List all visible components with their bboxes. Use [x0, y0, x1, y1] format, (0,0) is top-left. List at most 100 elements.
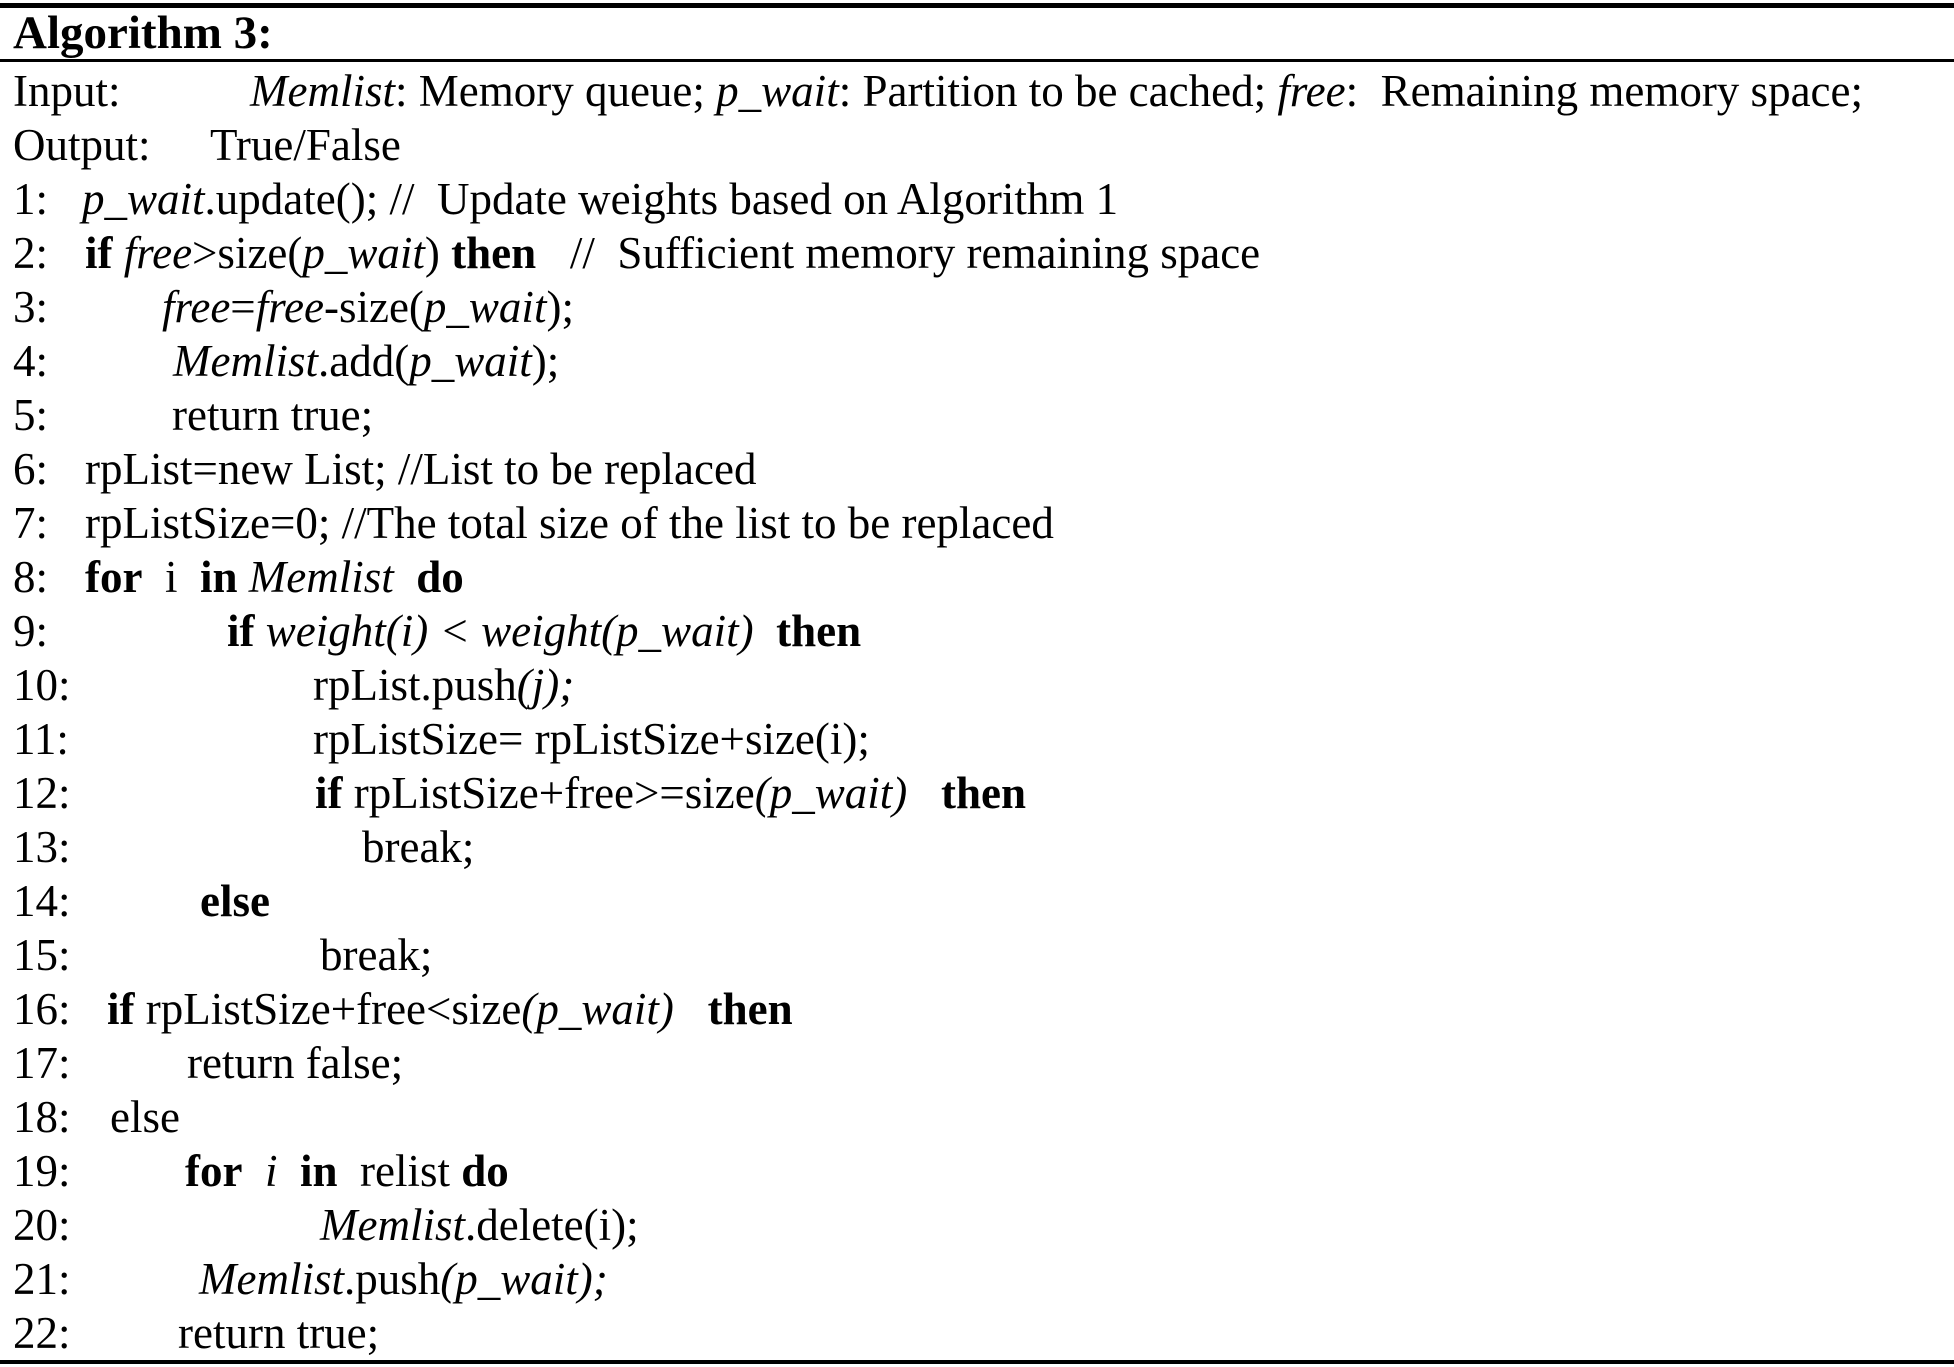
code-line: 2:if free>size(p_wait) then // Sufficien… [0, 226, 1954, 280]
code-line: 16: if rpListSize+free<size(p_wait) then [0, 982, 1954, 1036]
text-part: p_wait [409, 336, 532, 386]
algorithm-body: Input: Memlist: Memory queue; p_wait: Par… [0, 62, 1954, 1360]
code-line: 14: else [0, 874, 1954, 928]
text-part: ) [424, 228, 452, 278]
io-row: Output: True/False [0, 118, 1954, 172]
code-line-content: break; [320, 928, 1954, 982]
code-line-content: free=free-size(p_wait); [162, 280, 1954, 334]
text-part: in [199, 552, 238, 602]
text-part: for [85, 552, 143, 602]
code-line: 13:break; [0, 820, 1954, 874]
code-line: 12: if rpListSize+free>=size(p_wait) then [0, 766, 1954, 820]
text-part: free [1277, 66, 1346, 116]
code-line: 4:Memlist.add(p_wait); [0, 334, 1954, 388]
text-part: else [200, 876, 270, 926]
text-part: rpListSize+free<size [134, 984, 522, 1034]
text-part: weight(i) < weight(p_wait) [265, 606, 754, 656]
text-part: (p_wait); [440, 1254, 608, 1304]
code-line: 22:return true; [0, 1306, 1954, 1360]
code-line: 3: free=free-size(p_wait); [0, 280, 1954, 334]
code-line-content: if weight(i) < weight(p_wait) then [227, 604, 1954, 658]
code-line: 7: rpListSize=0; //The total size of the … [0, 496, 1954, 550]
code-line: 21:Memlist.push(p_wait); [0, 1252, 1954, 1306]
line-number: 16: [13, 984, 71, 1034]
code-line-content: for i in relist do [185, 1144, 1954, 1198]
text-part: i [264, 1146, 278, 1196]
text-part [242, 1146, 265, 1196]
code-line-content: return true; [172, 388, 1954, 442]
io-row-content: Memlist: Memory queue; p_wait: Partition… [250, 64, 1954, 118]
text-part: p_wait [716, 66, 839, 116]
text-part: .delete(i); [464, 1200, 639, 1250]
code-line: 8:for i in Memlist do [0, 550, 1954, 604]
text-part: do [416, 552, 464, 602]
io-section: Input: Memlist: Memory queue; p_wait: Par… [0, 64, 1954, 172]
bottom-rule [0, 1360, 1954, 1364]
line-number: 10: [13, 660, 71, 710]
line-number: 20: [13, 1200, 71, 1250]
code-line-content: rpListSize= rpListSize+size(i); [313, 712, 1954, 766]
line-number: 11: [13, 714, 69, 764]
text-part: Memlist [173, 336, 318, 386]
text-part: relist [337, 1146, 462, 1196]
text-part: // Sufficient memory remaining space [536, 228, 1261, 278]
text-part: in [299, 1146, 338, 1196]
text-part: if [315, 768, 343, 818]
io-row-content: True/False [210, 118, 1954, 172]
text-part: .add( [317, 336, 410, 386]
text-part: p_wait [82, 174, 205, 224]
text-part: for [185, 1146, 243, 1196]
text-part: rpListSize+free>=size [342, 768, 755, 818]
line-number: 14: [13, 876, 71, 926]
line-number: 18: [13, 1092, 71, 1142]
io-row: Input: Memlist: Memory queue; p_wait: Par… [0, 64, 1954, 118]
text-part: (p_wait) [754, 768, 908, 818]
text-part: .update(); // Update weights based on Al… [204, 174, 1119, 224]
line-number: 12: [13, 768, 71, 818]
text-part: = [230, 282, 256, 332]
line-number: 3: [13, 282, 49, 332]
line-number: 21: [13, 1254, 71, 1304]
text-part: do [461, 1146, 509, 1196]
text-part: free [255, 282, 324, 332]
line-number: 7: [13, 498, 49, 548]
io-label: Input: [13, 66, 121, 116]
text-part: then [451, 228, 537, 278]
text-part [113, 228, 124, 278]
code-line: 6:rpList=new List; //List to be replaced [0, 442, 1954, 496]
line-number: 22: [13, 1308, 71, 1358]
text-part: return false; [187, 1038, 404, 1088]
io-label: Output: [13, 120, 151, 170]
code-line: 1:p_wait.update(); // Update weights bas… [0, 172, 1954, 226]
code-line: 5: return true; [0, 388, 1954, 442]
code-line-content: for i in Memlist do [85, 550, 1954, 604]
text-part: (j); [516, 660, 575, 710]
text-part: >size( [192, 228, 303, 278]
text-part [907, 768, 941, 818]
text-part: p_wait [423, 282, 547, 332]
code-line-content: else [200, 874, 1954, 928]
code-line: 17:return false; [0, 1036, 1954, 1090]
text-part: Memlist [199, 1254, 344, 1304]
text-part: if [107, 984, 135, 1034]
text-part: : Remaining memory space; [1345, 66, 1863, 116]
text-part: then [940, 768, 1026, 818]
line-number: 5: [13, 390, 49, 440]
code-line-content: if free>size(p_wait) then // Sufficient … [85, 226, 1954, 280]
line-number: 15: [13, 930, 71, 980]
code-line-content: if rpListSize+free<size(p_wait) then [107, 982, 1954, 1036]
text-part: p_wait [302, 228, 425, 278]
code-line-content: break; [362, 820, 1954, 874]
code-line-content: return false; [187, 1036, 1954, 1090]
text-part [754, 606, 777, 656]
text-part: then [776, 606, 862, 656]
code-line-content: rpListSize=0; //The total size of the li… [85, 496, 1954, 550]
code-line-content: rpList=new List; //List to be replaced [85, 442, 1954, 496]
text-part: free [123, 228, 193, 278]
text-part: then [707, 984, 793, 1034]
text-part: : Partition to be cached; [838, 66, 1278, 116]
code-line: 18:else [0, 1090, 1954, 1144]
text-part [238, 552, 249, 602]
text-part: Memlist [248, 552, 394, 602]
